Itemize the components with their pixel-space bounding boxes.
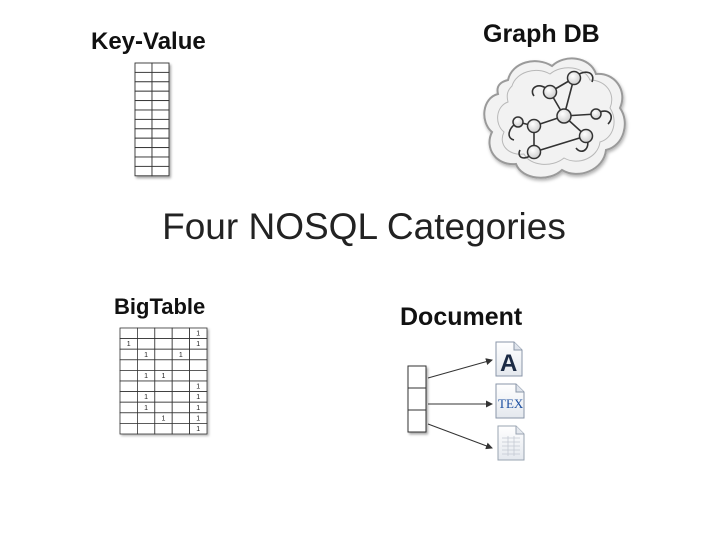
bigtable-grid-icon: 1 1 1 1 1 1 1 1 1 1 1 1 1 1 1 bbox=[119, 327, 208, 435]
document-arrows bbox=[427, 358, 493, 450]
bigtable-cell bbox=[171, 412, 191, 424]
key-value-value-cell bbox=[151, 62, 170, 73]
bigtable-cell bbox=[189, 423, 208, 435]
bigtable-cell bbox=[119, 370, 138, 382]
key-value-label: Key-Value bbox=[91, 28, 206, 55]
bigtable-cell bbox=[136, 327, 156, 340]
bigtable-cell-value: 1 bbox=[144, 394, 148, 401]
graph-db-label: Graph DB bbox=[483, 20, 600, 48]
arrow-to-spreadsheet-document bbox=[427, 423, 493, 450]
key-value-key-cell bbox=[134, 137, 153, 149]
bigtable-cell bbox=[136, 338, 156, 350]
key-value-value-cell bbox=[151, 109, 170, 120]
document-key-cell bbox=[407, 409, 427, 433]
key-value-value-cell bbox=[151, 137, 170, 149]
bigtable-cell bbox=[154, 401, 173, 414]
bigtable-cell-value: 1 bbox=[144, 352, 148, 359]
key-value-key-cell bbox=[134, 156, 153, 167]
bigtable-cell bbox=[154, 327, 173, 340]
key-value-value-cell bbox=[151, 147, 170, 158]
tex-document-glyph: TEX bbox=[498, 396, 524, 411]
document-key-column bbox=[407, 365, 427, 433]
bigtable-cell bbox=[171, 327, 191, 340]
bigtable-cell bbox=[119, 391, 138, 403]
bigtable-cell-value: 1 bbox=[196, 405, 200, 412]
bigtable-cell bbox=[171, 401, 191, 414]
graph-db-icon bbox=[483, 57, 626, 179]
key-value-value-cell bbox=[151, 165, 170, 177]
key-value-key-cell bbox=[134, 118, 153, 130]
document-key-cell bbox=[407, 387, 427, 411]
bigtable-cell-value: 1 bbox=[144, 373, 148, 380]
key-value-table-icon bbox=[134, 62, 170, 177]
bigtable-cell bbox=[189, 370, 208, 382]
bigtable-cell bbox=[154, 423, 173, 435]
tex-document-icon: TEX bbox=[495, 383, 525, 419]
key-value-key-cell bbox=[134, 165, 153, 177]
bigtable-cell-value: 1 bbox=[162, 415, 166, 422]
key-value-key-cell bbox=[134, 71, 153, 83]
document-key-cell bbox=[407, 365, 427, 389]
spreadsheet-document-icon bbox=[497, 425, 525, 461]
bigtable-cell-value: 1 bbox=[196, 426, 200, 433]
key-value-value-cell bbox=[151, 156, 170, 167]
key-value-value-cell bbox=[151, 71, 170, 83]
bigtable-cell bbox=[119, 401, 138, 414]
bigtable-cell-value: 1 bbox=[196, 331, 200, 338]
bigtable-cell bbox=[119, 412, 138, 424]
bigtable-cell-value: 1 bbox=[179, 352, 183, 359]
slide-title: Four NOSQL Categories bbox=[162, 206, 566, 247]
bigtable-cell-value: 1 bbox=[196, 341, 200, 348]
bigtable-cell bbox=[154, 338, 173, 350]
bigtable-cell bbox=[171, 391, 191, 403]
bigtable-cell bbox=[119, 423, 138, 435]
key-value-key-cell bbox=[134, 81, 153, 92]
key-value-value-cell bbox=[151, 81, 170, 92]
font-document-glyph: A bbox=[500, 350, 517, 377]
graph-cloud-shape bbox=[483, 57, 626, 179]
document-store-icon: A TEX bbox=[407, 341, 525, 461]
key-value-key-cell bbox=[134, 128, 153, 139]
bigtable-cell bbox=[154, 391, 173, 403]
bigtable-cell bbox=[189, 348, 208, 361]
bigtable-cell bbox=[154, 348, 173, 361]
key-value-key-cell bbox=[134, 90, 153, 102]
bigtable-cell bbox=[171, 380, 191, 393]
bigtable-cell bbox=[154, 380, 173, 393]
key-value-key-cell bbox=[134, 147, 153, 158]
graph-nodes bbox=[512, 70, 602, 160]
bigtable-cell bbox=[119, 348, 138, 361]
bigtable-cell bbox=[154, 359, 173, 371]
arrow-to-font-document bbox=[427, 358, 493, 379]
bigtable-cell-value: 1 bbox=[144, 405, 148, 412]
bigtable-cell bbox=[136, 423, 156, 435]
key-value-value-cell bbox=[151, 128, 170, 139]
key-value-key-cell bbox=[134, 100, 153, 111]
font-document-icon: A bbox=[495, 341, 523, 377]
bigtable-cell bbox=[189, 359, 208, 371]
bigtable-label: BigTable bbox=[114, 294, 206, 319]
key-value-value-cell bbox=[151, 118, 170, 130]
key-value-value-cell bbox=[151, 90, 170, 102]
bigtable-cell bbox=[119, 327, 138, 340]
key-value-key-cell bbox=[134, 62, 153, 73]
key-value-key-cell bbox=[134, 109, 153, 120]
bigtable-cell bbox=[136, 380, 156, 393]
document-label: Document bbox=[400, 303, 523, 331]
bigtable-cell-value: 1 bbox=[127, 341, 131, 348]
bigtable-cell bbox=[171, 359, 191, 371]
bigtable-cell-value: 1 bbox=[196, 415, 200, 422]
bigtable-cell-value: 1 bbox=[196, 394, 200, 401]
bigtable-cell bbox=[136, 412, 156, 424]
bigtable-cell bbox=[171, 423, 191, 435]
key-value-value-cell bbox=[151, 100, 170, 111]
bigtable-cell-value: 1 bbox=[196, 384, 200, 391]
bigtable-cell bbox=[136, 359, 156, 371]
bigtable-cell-value: 1 bbox=[162, 373, 166, 380]
bigtable-cell bbox=[171, 370, 191, 382]
bigtable-cell bbox=[171, 338, 191, 350]
bigtable-cell bbox=[119, 380, 138, 393]
bigtable-cell bbox=[119, 359, 138, 371]
